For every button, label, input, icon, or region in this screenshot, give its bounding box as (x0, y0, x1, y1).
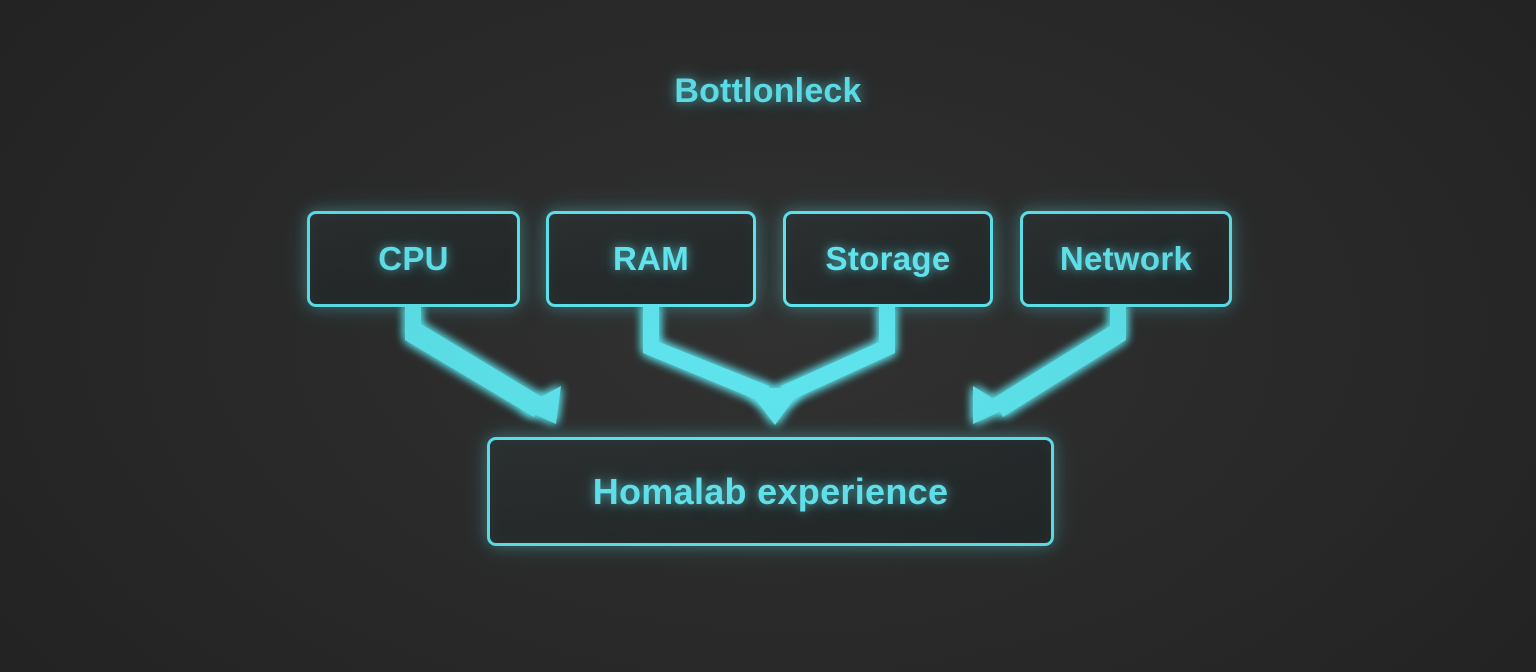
node-network[interactable]: Network (1020, 211, 1232, 307)
node-storage[interactable]: Storage (783, 211, 993, 307)
node-network-label: Network (1059, 240, 1193, 277)
node-ram[interactable]: RAM (546, 211, 756, 307)
node-ram-label: RAM (612, 240, 690, 277)
edge-cpu-to-target (405, 305, 561, 424)
edge-network-to-target (973, 305, 1126, 424)
edge-ram-to-target (643, 305, 769, 405)
node-target-label: Homalab experience (592, 470, 949, 512)
node-target[interactable]: Homalab experience (487, 437, 1054, 546)
node-cpu-label: CPU (378, 240, 449, 277)
arrowhead-center (747, 388, 802, 425)
diagram-title: Bottlonleck (674, 72, 862, 110)
node-cpu[interactable]: CPU (307, 211, 520, 307)
node-storage-label: Storage (825, 240, 951, 277)
edge-storage-to-target (781, 305, 895, 405)
